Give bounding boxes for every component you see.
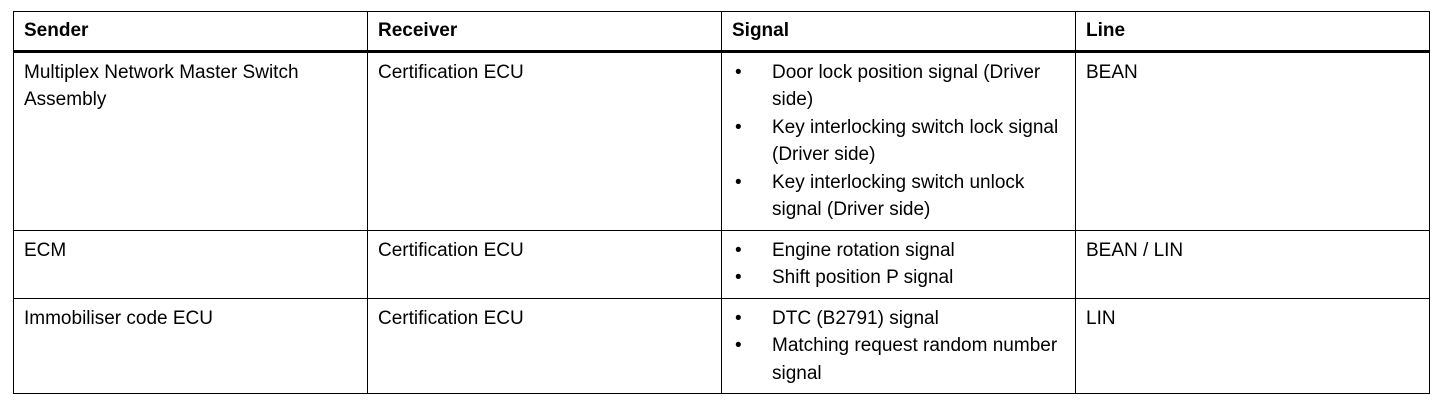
header-sender: Sender	[13, 11, 368, 53]
signal-text: Key interlocking switch lock signal (Dri…	[772, 116, 1059, 166]
sender-cell: ECM	[13, 229, 368, 299]
bullet-icon: •	[735, 61, 742, 83]
signal-item: • Matching request random number signal	[732, 332, 1067, 387]
line-cell: LIN	[1075, 297, 1430, 394]
header-receiver: Receiver	[367, 11, 722, 53]
header-signal: Signal	[721, 11, 1076, 53]
bullet-icon: •	[735, 239, 742, 261]
receiver-cell: Certification ECU	[367, 297, 722, 394]
signal-table: Sender Receiver Signal Line Multiplex Ne…	[13, 11, 1430, 394]
signal-list: • DTC (B2791) signal • Matching request …	[732, 305, 1067, 388]
table-row: Multiplex Network Master Switch Assembly…	[13, 50, 1430, 231]
signal-cell: • Door lock position signal (Driver side…	[721, 50, 1076, 231]
table-row: ECM Certification ECU • Engine rotation …	[13, 229, 1430, 299]
bullet-icon: •	[735, 116, 742, 138]
signal-item: • Shift position P signal	[732, 264, 1067, 292]
signal-item: • Key interlocking switch unlock signal …	[732, 169, 1067, 224]
signal-list: • Door lock position signal (Driver side…	[732, 59, 1067, 224]
signal-text: Door lock position signal (Driver side)	[772, 61, 1041, 111]
table-row: Immobiliser code ECU Certification ECU •…	[13, 297, 1430, 394]
bullet-icon: •	[735, 267, 742, 288]
signal-item: • Key interlocking switch lock signal (D…	[732, 114, 1067, 169]
sender-cell: Multiplex Network Master Switch Assembly	[13, 50, 368, 231]
receiver-cell: Certification ECU	[367, 50, 722, 231]
bullet-icon: •	[735, 307, 742, 329]
signal-item: • Door lock position signal (Driver side…	[732, 59, 1067, 114]
signal-item: • Engine rotation signal	[732, 237, 1067, 265]
signal-list: • Engine rotation signal • Shift positio…	[732, 237, 1067, 292]
header-line: Line	[1075, 11, 1430, 53]
receiver-cell: Certification ECU	[367, 229, 722, 299]
line-cell: BEAN	[1075, 50, 1430, 231]
sender-cell: Immobiliser code ECU	[13, 297, 368, 394]
signal-text: DTC (B2791) signal	[772, 307, 939, 329]
header-row: Sender Receiver Signal Line	[13, 11, 1430, 53]
line-cell: BEAN / LIN	[1075, 229, 1430, 299]
signal-item: • DTC (B2791) signal	[732, 305, 1067, 333]
bullet-icon: •	[735, 335, 742, 356]
signal-cell: • DTC (B2791) signal • Matching request …	[721, 297, 1076, 394]
bullet-icon: •	[735, 171, 742, 193]
signal-text: Key interlocking switch unlock signal (D…	[772, 171, 1025, 221]
signal-text: Shift position P signal	[772, 267, 954, 288]
signal-text: Engine rotation signal	[772, 239, 955, 261]
signal-text: Matching request random number signal	[772, 335, 1058, 384]
signal-cell: • Engine rotation signal • Shift positio…	[721, 229, 1076, 299]
